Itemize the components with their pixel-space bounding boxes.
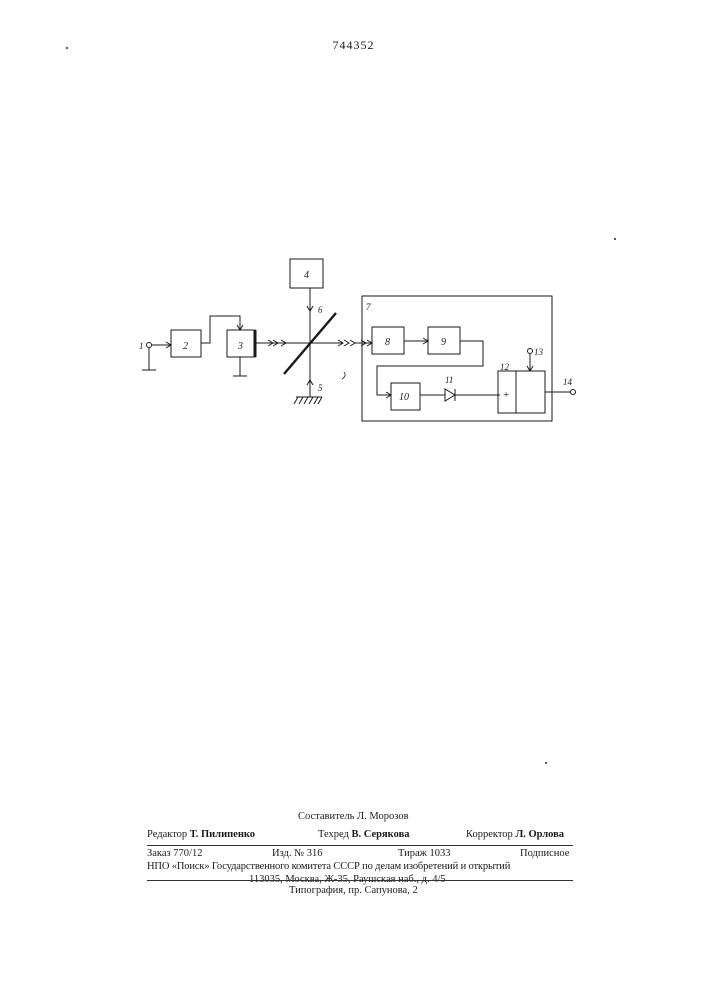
compiler-line: Составитель Л. Морозов — [298, 811, 409, 822]
techred-line: Техред В. Серякова — [318, 829, 410, 840]
divider — [147, 880, 573, 881]
printer: Типография, пр. Сапунова, 2 — [289, 885, 418, 896]
corrector-prefix: Корректор — [466, 829, 513, 840]
block-label-10: 10 — [399, 392, 409, 403]
organization: НПО «Поиск» Государственного комитета СС… — [147, 861, 510, 872]
label-6: 6 — [318, 305, 323, 315]
block-label-9: 9 — [441, 337, 446, 348]
subscription: Подписное — [520, 848, 569, 859]
label-13: 13 — [534, 347, 544, 357]
label-12: 12 — [500, 362, 510, 372]
scan-speck — [66, 47, 68, 49]
diode-11 — [445, 389, 455, 401]
label-5: 5 — [318, 383, 323, 393]
label-11: 11 — [445, 375, 453, 385]
editor-name: Т. Пилипенко — [190, 829, 255, 840]
order-number: Заказ 770/12 — [147, 848, 202, 859]
scan-speck — [545, 762, 547, 764]
label-1: 1 — [139, 341, 144, 351]
summer-sign: + — [503, 389, 509, 401]
block-label-2: 2 — [183, 341, 188, 352]
divider — [147, 845, 573, 846]
label-7: 7 — [366, 302, 371, 312]
scan-speck — [614, 238, 616, 240]
circulation: Тираж 1033 — [398, 848, 451, 859]
input-terminal-1 — [147, 343, 152, 348]
techred-name: В. Серякова — [352, 829, 410, 840]
editor-prefix: Редактор — [147, 829, 187, 840]
block-label-3: 3 — [237, 341, 243, 352]
corrector-line: Корректор Л. Орлова — [466, 829, 564, 840]
edition-number: Изд. № 316 — [272, 848, 323, 859]
block-label-4: 4 — [304, 270, 309, 281]
terminal-13 — [528, 349, 533, 354]
label-14: 14 — [563, 377, 573, 387]
output-terminal-14 — [571, 390, 576, 395]
corrector-name: Л. Орлова — [515, 829, 564, 840]
block-label-8: 8 — [385, 337, 390, 348]
techred-prefix: Техред — [318, 829, 349, 840]
editor-line: Редактор Т. Пилипенко — [147, 829, 255, 840]
